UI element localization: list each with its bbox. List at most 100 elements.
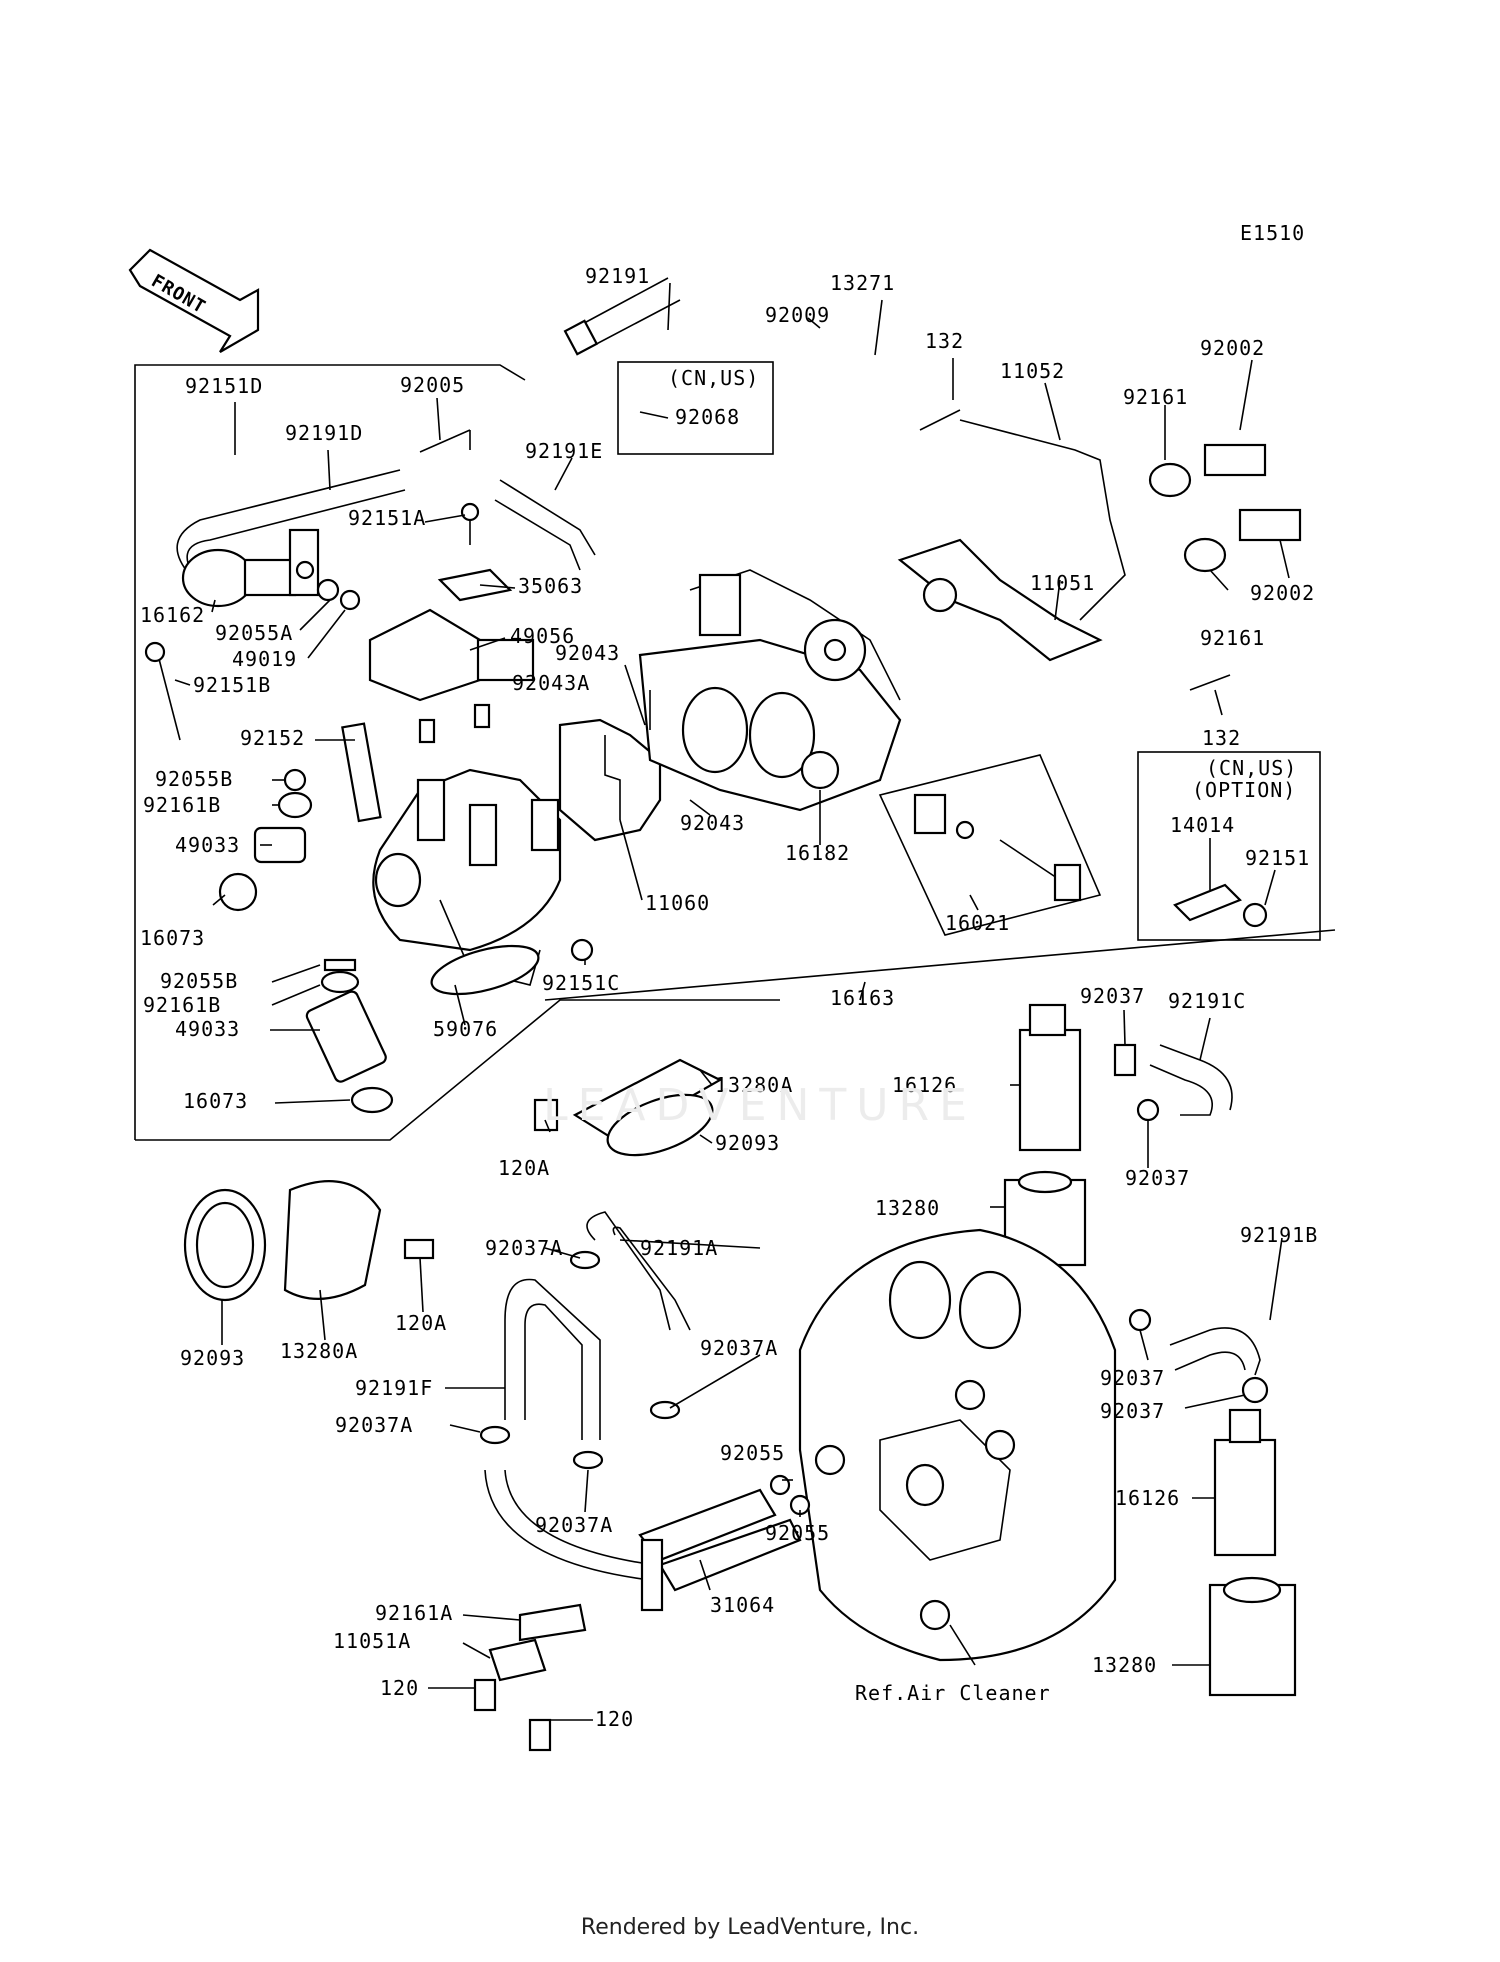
oring-92055b-lower: [323, 958, 357, 972]
part-label: 13280A: [715, 1073, 793, 1097]
intake-manifold: [372, 768, 562, 996]
part-label: 92191C: [1168, 989, 1246, 1013]
part-label: 92161A: [375, 1601, 453, 1625]
part-label: 49033: [175, 1017, 240, 1041]
hose-92191f: [504, 1278, 601, 1440]
cn-us-option-note-1: (CN,US): [1206, 756, 1297, 780]
clip-92037a-3: [479, 1425, 511, 1445]
ring-inner: [195, 1201, 255, 1289]
joint-31064: [638, 1488, 802, 1612]
injector-49033-lower: [305, 990, 387, 1083]
bolt-120-1: [473, 1678, 497, 1712]
part-label: 16073: [183, 1089, 248, 1113]
injector-49033: [253, 826, 307, 864]
part-label: 132: [1202, 726, 1241, 750]
part-label: 31064: [710, 1593, 775, 1617]
part-label: 13271: [830, 271, 895, 295]
bracket-11052: [959, 419, 1126, 621]
part-label: 92161B: [143, 793, 221, 817]
part-label: 92161: [1200, 626, 1265, 650]
part-label: 13280: [1092, 1653, 1157, 1677]
part-label: 92152: [240, 726, 305, 750]
oring-92055-1: [769, 1474, 791, 1496]
part-label: 13280A: [280, 1339, 358, 1363]
screw-92151: [1242, 902, 1268, 928]
part-label: 92151D: [185, 374, 263, 398]
ring-92093-upper: [606, 1093, 714, 1157]
part-label: 92037A: [485, 1236, 563, 1260]
clamp-11051a: [488, 1638, 547, 1682]
part-label: 92037: [1100, 1399, 1165, 1423]
part-label: 92151B: [193, 673, 271, 697]
cn-us-option-note-2: (OPTION): [1192, 778, 1296, 802]
part-label: 92055A: [215, 621, 293, 645]
part-label: 35063: [518, 574, 583, 598]
bolt-92151b: [157, 654, 181, 741]
clip-92037a-1: [569, 1250, 601, 1270]
part-label: 92037A: [535, 1513, 613, 1537]
part-label: 120A: [395, 1311, 447, 1335]
part-label: 16126: [1115, 1486, 1180, 1510]
part-label: 59076: [433, 1017, 498, 1041]
part-label: 16021: [945, 911, 1010, 935]
throttle-body-group-outline: [134, 364, 526, 1140]
tube-92152: [341, 722, 382, 823]
gasket-13280a-upper: [572, 1058, 723, 1142]
part-label: 92043: [555, 641, 620, 665]
part-label: 11060: [645, 891, 710, 915]
part-label: 49033: [175, 833, 240, 857]
sensor-16182: [800, 750, 840, 790]
part-label: 49056: [510, 624, 575, 648]
pressure-regulator-16162: [181, 528, 340, 608]
bolt-92002: [1203, 443, 1267, 477]
part-label: 11051: [1030, 571, 1095, 595]
part-label: 92191D: [285, 421, 363, 445]
fuel-rail-49019: [339, 589, 535, 744]
ring-92161b-lower: [320, 970, 360, 994]
hose-lower-loop: [484, 1469, 656, 1581]
throttle-body: [638, 569, 902, 812]
ring-92161b: [277, 791, 313, 819]
part-label: 14014: [1170, 813, 1235, 837]
part-label: 92055B: [160, 969, 238, 993]
cn-us-box: (CN,US): [617, 361, 774, 455]
collar-92161-2: [1183, 537, 1227, 573]
cn-us-note: (CN,US): [668, 366, 759, 390]
part-label: 92009: [765, 303, 830, 327]
tee-92005: [419, 429, 471, 453]
part-label: 92037: [1125, 1166, 1190, 1190]
part-label: 120: [380, 1676, 419, 1700]
part-label: 92002: [1200, 336, 1265, 360]
bolt-120a-lower: [403, 1238, 435, 1260]
pump-mount-13280-lower: [1208, 1576, 1297, 1697]
footer-credit: Rendered by LeadVenture, Inc.: [580, 1915, 920, 1940]
part-label: 92037: [1100, 1366, 1165, 1390]
part-label: 92161: [1123, 385, 1188, 409]
diagram-code: E1510: [1240, 221, 1305, 245]
bolt-92002-2: [1238, 508, 1302, 542]
part-label: 16163: [830, 986, 895, 1010]
clamp-92037-upper: [1113, 1043, 1137, 1077]
part-label: 92151A: [348, 506, 426, 530]
part-label: 92005: [400, 373, 465, 397]
part-label: 92037A: [700, 1336, 778, 1360]
part-label: 92191B: [1240, 1223, 1318, 1247]
hose-92191c: [1149, 1044, 1233, 1116]
part-label: 11051A: [333, 1629, 411, 1653]
gasket-11060: [558, 718, 662, 842]
part-label: 92191A: [640, 1236, 718, 1260]
part-label: 16126: [892, 1073, 957, 1097]
fuel-pump-16126-upper: [1018, 1003, 1082, 1152]
link-11051: [897, 538, 1103, 662]
gasket-detail: [604, 735, 621, 820]
part-number-labels: 92191 13271 92009 92068 132 11052 92161 …: [140, 264, 1318, 1731]
part-label: 92068: [675, 405, 740, 429]
grommet-16073-lower: [350, 1086, 394, 1114]
bracket-14014: [1173, 883, 1242, 922]
group-outline-bottom: [135, 999, 780, 1141]
hose-end: [563, 319, 599, 356]
bolt-120-2: [528, 1718, 552, 1752]
hose-92191e: [494, 479, 596, 571]
gasket-13280a-lower: [283, 1179, 382, 1300]
